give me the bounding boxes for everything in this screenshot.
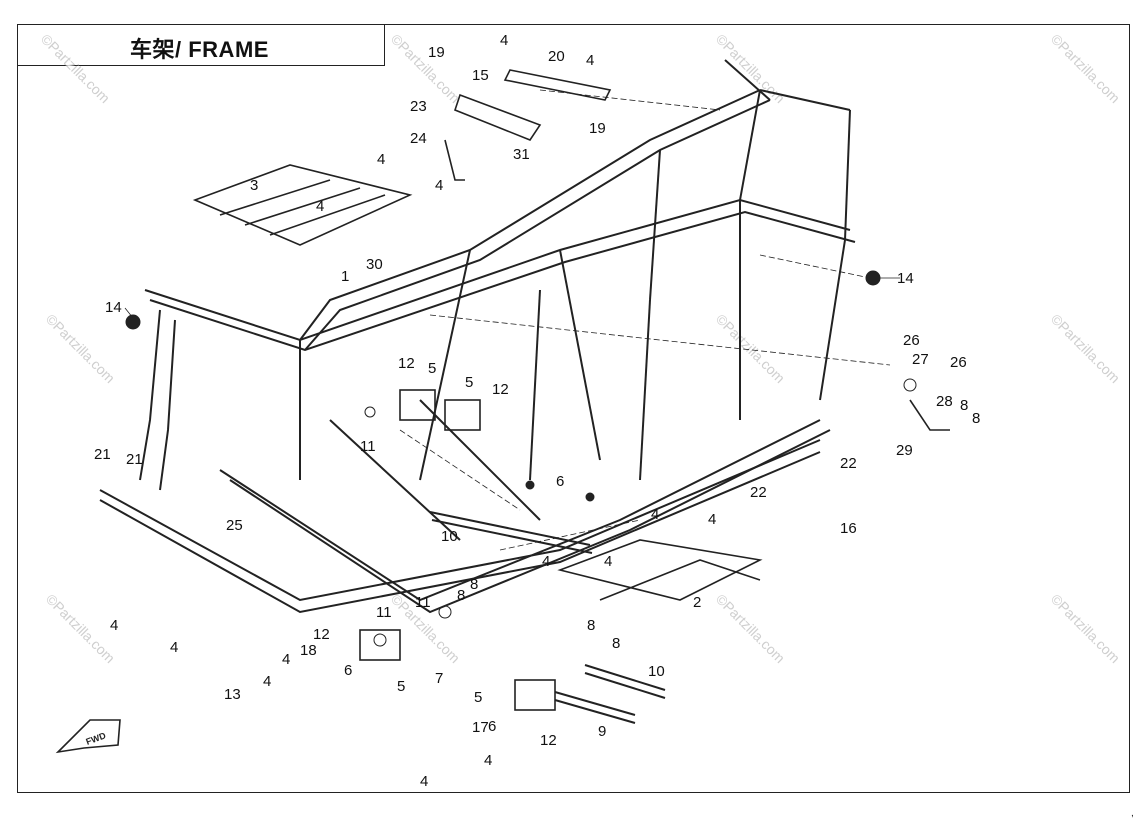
diagram-title: 车架/ FRAME [130, 37, 269, 62]
watermark: ©Partzilla.com [43, 311, 118, 386]
watermark: ©Partzilla.com [713, 591, 788, 666]
callout-13: 13 [224, 686, 241, 703]
corner-mark: , [1131, 808, 1134, 819]
callout-10: 10 [648, 663, 665, 680]
callout-5: 5 [474, 689, 482, 706]
callout-4: 4 [377, 151, 385, 168]
callout-5: 5 [428, 360, 436, 377]
callout-27: 27 [912, 351, 929, 368]
watermark: ©Partzilla.com [38, 31, 113, 106]
callout-1: 1 [341, 268, 349, 285]
watermark: ©Partzilla.com [1048, 311, 1123, 386]
callout-12: 12 [313, 626, 330, 643]
callout-4: 4 [542, 553, 550, 570]
upper-brackets [444, 69, 950, 431]
fwd-label: FWD [84, 730, 107, 747]
watermark: ©Partzilla.com [1048, 591, 1123, 666]
callout-6: 6 [488, 718, 496, 735]
callout-22: 22 [750, 484, 767, 501]
callout-8: 8 [470, 576, 478, 593]
callout-18: 18 [300, 642, 317, 659]
leader-lines [124, 89, 900, 551]
watermark: ©Partzilla.com [388, 31, 463, 106]
small-parts [125, 270, 917, 647]
callout-30: 30 [366, 256, 383, 273]
callout-7: 7 [435, 670, 443, 687]
watermark: ©Partzilla.com [43, 591, 118, 666]
callout-8: 8 [972, 410, 980, 427]
callout-8: 8 [457, 587, 465, 604]
callout-11: 11 [415, 594, 431, 611]
watermark: ©Partzilla.com [713, 311, 788, 386]
watermarks: ©Partzilla.com ©Partzilla.com ©Partzilla… [38, 31, 1123, 666]
callout-31: 31 [513, 146, 530, 163]
title-box [17, 24, 385, 66]
callout-4: 4 [170, 639, 178, 656]
callout-12: 12 [398, 355, 415, 372]
callout-6: 6 [344, 662, 352, 679]
callout-labels: 1 2 3 4 4 4 4 4 4 4 4 4 4 4 4 4 4 4 5 5 … [94, 32, 980, 790]
engine-mounts [359, 389, 556, 711]
callout-9: 9 [598, 723, 606, 740]
fwd-arrow-icon: FWD [55, 719, 121, 754]
callout-4: 4 [316, 198, 324, 215]
callout-3: 3 [250, 177, 258, 194]
callout-19: 19 [589, 120, 606, 137]
callout-4: 4 [651, 506, 659, 523]
callout-4: 4 [435, 177, 443, 194]
diagram-border [17, 24, 1130, 793]
callout-21: 21 [126, 451, 143, 468]
callout-17: 17 [472, 719, 489, 736]
callout-14: 14 [105, 299, 122, 316]
callout-2: 2 [693, 594, 701, 611]
callout-5: 5 [397, 678, 405, 695]
callout-25: 25 [226, 517, 243, 534]
callout-11: 11 [360, 438, 376, 455]
callout-12: 12 [492, 381, 509, 398]
callout-4: 4 [708, 511, 716, 528]
callout-4: 4 [604, 553, 612, 570]
callout-4: 4 [282, 651, 290, 668]
shafts [429, 511, 666, 724]
callout-29: 29 [896, 442, 913, 459]
frame-main [99, 59, 856, 614]
callout-8: 8 [960, 397, 968, 414]
callout-12: 12 [540, 732, 557, 749]
callout-26: 26 [903, 332, 920, 349]
callout-4: 4 [263, 673, 271, 690]
callout-4: 4 [586, 52, 594, 69]
callout-14: 14 [897, 270, 914, 287]
callout-20: 20 [548, 48, 565, 65]
callout-4: 4 [500, 32, 508, 49]
callout-6: 6 [556, 473, 564, 490]
callout-8: 8 [587, 617, 595, 634]
callout-11: 11 [376, 604, 392, 621]
callout-5: 5 [465, 374, 473, 391]
callout-4: 4 [420, 773, 428, 790]
callout-16: 16 [840, 520, 857, 537]
callout-26: 26 [950, 354, 967, 371]
callout-23: 23 [410, 98, 427, 115]
callout-19: 19 [428, 44, 445, 61]
callout-4: 4 [110, 617, 118, 634]
callout-21: 21 [94, 446, 111, 463]
callout-28: 28 [936, 393, 953, 410]
callout-24: 24 [410, 130, 427, 147]
callout-10: 10 [441, 528, 458, 545]
callout-15: 15 [472, 67, 489, 84]
callout-8: 8 [612, 635, 620, 652]
callout-4: 4 [484, 752, 492, 769]
callout-22: 22 [840, 455, 857, 472]
front-carrier-bracket [557, 539, 763, 601]
rear-carrier-bracket [192, 164, 413, 246]
watermark: ©Partzilla.com [1048, 31, 1123, 106]
